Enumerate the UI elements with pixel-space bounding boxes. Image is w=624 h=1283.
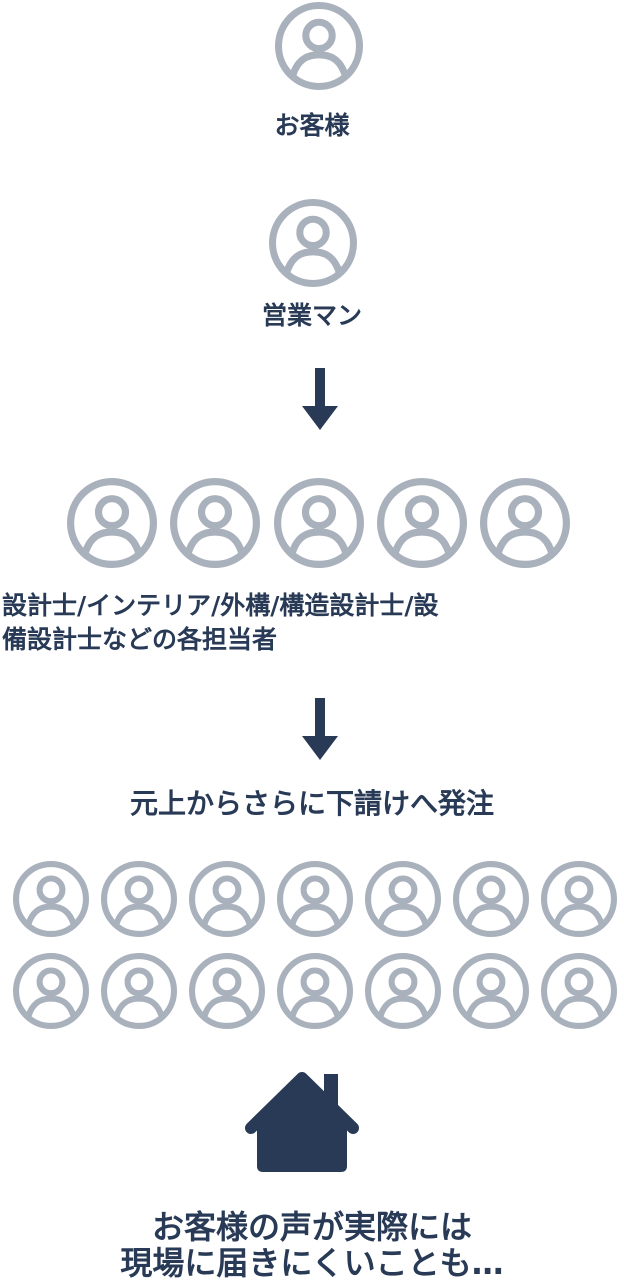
specialists-label-line2: 備設計士などの各担当者: [2, 625, 278, 654]
arrow-down-icon-2: [302, 698, 338, 760]
subcontractor-person-icon: [189, 953, 265, 1029]
house-icon: [245, 1072, 359, 1172]
subcontractor-person-icon: [365, 953, 441, 1029]
subcontract-label: 元上からさらに下請けへ発注: [129, 787, 494, 820]
specialist-person-icon-3: [274, 478, 364, 568]
subcontractor-person-icon: [13, 953, 89, 1029]
sales-label: 営業マン: [261, 301, 362, 330]
specialist-person-icon-1: [67, 478, 157, 568]
subcontractor-person-icon: [277, 861, 353, 937]
subcontractor-person-icon: [277, 953, 353, 1029]
conclusion-line1: お客様の声が実際には: [151, 1208, 472, 1246]
specialist-person-icon-4: [377, 478, 467, 568]
arrow-down-icon-1: [302, 368, 338, 430]
specialist-person-icon-2: [170, 478, 260, 568]
subcontractor-person-icon: [453, 953, 529, 1029]
subcontractor-person-icon: [541, 953, 617, 1029]
subcontractor-person-icon: [453, 861, 529, 937]
subcontractor-person-icon: [13, 861, 89, 937]
specialist-person-icon-5: [480, 478, 570, 568]
sales-person-icon: [269, 199, 357, 287]
subcontractor-person-icon: [101, 861, 177, 937]
subcontractor-person-icon: [189, 861, 265, 937]
customer-label: お客様: [274, 111, 350, 140]
conclusion-line2: 現場に届きにくいことも…: [120, 1244, 504, 1282]
specialists-label-line1: 設計士/インテリア/外構/構造設計士/設: [2, 591, 439, 620]
subcontractor-person-icon: [365, 861, 441, 937]
customer-person-icon: [275, 2, 363, 90]
subcontractor-person-icon: [541, 861, 617, 937]
subcontractor-person-icon: [101, 953, 177, 1029]
